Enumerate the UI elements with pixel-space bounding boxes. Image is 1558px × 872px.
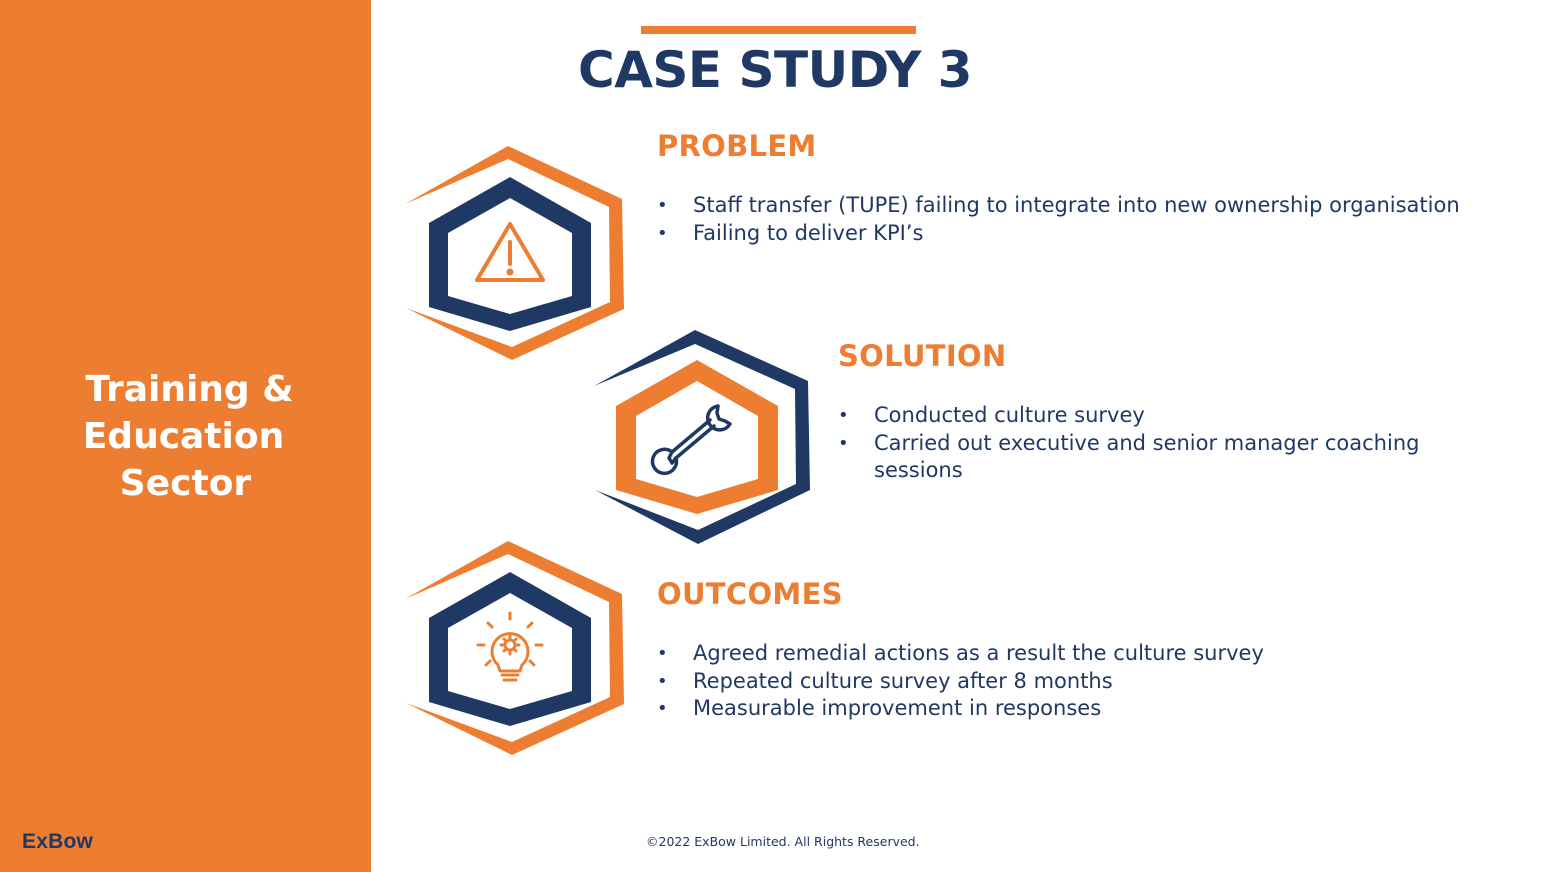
lightbulb-gear-icon xyxy=(476,611,544,682)
problem-bullets: Staff transfer (TUPE) failing to integra… xyxy=(657,192,1517,247)
list-item: Conducted culture survey xyxy=(838,402,1428,430)
solution-section: SOLUTION Conducted culture survey Carrie… xyxy=(838,338,1458,485)
sector-title-line-3: Sector xyxy=(119,463,252,504)
solution-heading: SOLUTION xyxy=(838,339,1007,373)
solution-hexagon xyxy=(594,330,810,544)
wrench-icon xyxy=(650,404,732,476)
outcomes-heading: OUTCOMES xyxy=(657,577,843,611)
problem-hexagon xyxy=(405,146,624,360)
page-title: CASE STUDY 3 xyxy=(578,41,972,99)
list-item: Measurable improvement in responses xyxy=(657,695,1517,723)
list-item: Staff transfer (TUPE) failing to integra… xyxy=(657,192,1517,220)
outcomes-hexagon xyxy=(405,541,624,755)
title-accent-rule xyxy=(641,26,916,34)
outcomes-section: OUTCOMES Agreed remedial actions as a re… xyxy=(657,576,1517,723)
list-item: Carried out executive and senior manager… xyxy=(838,430,1428,485)
list-item: Repeated culture survey after 8 months xyxy=(657,668,1517,696)
warning-icon xyxy=(475,222,545,282)
sector-title-line-2: Education xyxy=(82,416,285,457)
solution-bullets: Conducted culture survey Carried out exe… xyxy=(838,402,1428,485)
list-item: Agreed remedial actions as a result the … xyxy=(657,640,1517,668)
sector-title-line-1: Training & xyxy=(85,369,294,410)
copyright-footer: ©2022 ExBow Limited. All Rights Reserved… xyxy=(646,834,920,849)
exbow-logo: ExBow xyxy=(22,830,94,853)
list-item: Failing to deliver KPI’s xyxy=(657,220,1517,248)
sidebar-panel: Training & Education Sector ExBow xyxy=(0,0,371,872)
problem-section: PROBLEM Staff transfer (TUPE) failing to… xyxy=(657,128,1517,247)
sector-title: Training & Education Sector xyxy=(0,366,371,507)
problem-heading: PROBLEM xyxy=(657,129,817,163)
outcomes-bullets: Agreed remedial actions as a result the … xyxy=(657,640,1517,723)
